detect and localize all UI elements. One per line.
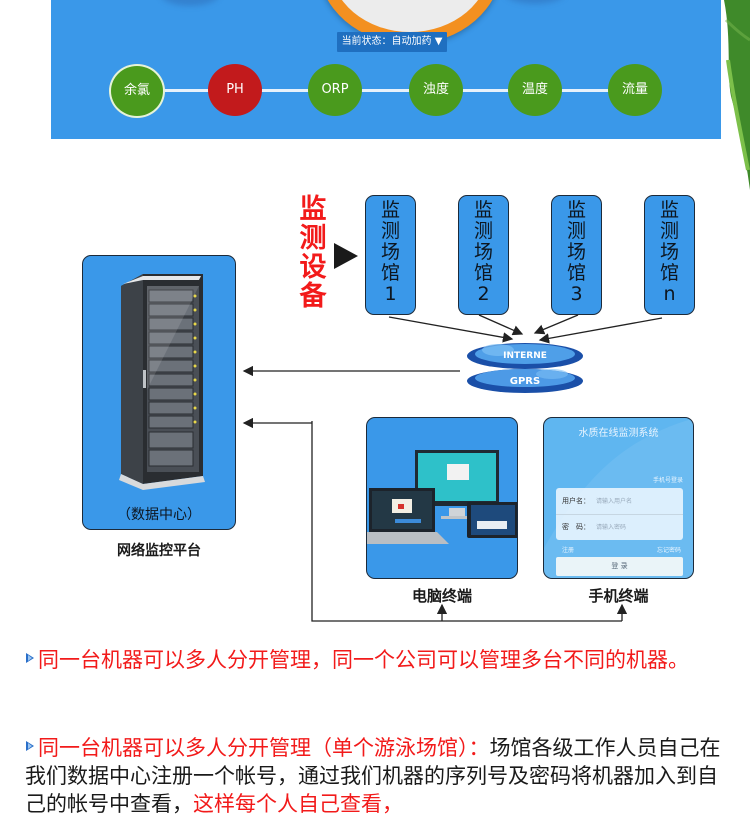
form-divider xyxy=(556,514,683,515)
cloud-internet-label: INTERNE xyxy=(503,351,547,361)
venue2-link xyxy=(478,314,524,336)
current-status-dropdown[interactable]: 当前状态：自动加药 ▼ xyxy=(337,32,447,52)
monitoring-devices-label: 监测设备 xyxy=(299,194,327,312)
computer-devices-icon xyxy=(367,450,517,544)
network-platform-label: 网络监控平台 xyxy=(117,543,201,559)
parameter-connector-line xyxy=(135,89,635,92)
venue-label: 监测场馆 xyxy=(659,199,679,284)
param-flow[interactable]: 流量 xyxy=(608,64,662,116)
bullet-2-red-tail: 这样每个人自己查看， xyxy=(193,792,403,816)
venue-id: 3 xyxy=(570,283,583,305)
password-field[interactable]: 密 码： 请输入密码 xyxy=(562,514,626,540)
venue-label: 监测场馆 xyxy=(473,199,493,284)
pc-terminal-label: 电脑终端 xyxy=(411,587,472,605)
param-turbidity[interactable]: 浊度 xyxy=(409,64,463,116)
phone-number-login-link[interactable]: 手机号登录 xyxy=(652,477,683,484)
venue-label: 监测场馆 xyxy=(566,199,586,284)
server-rack-icon xyxy=(119,274,205,490)
gauge-shadow xyxy=(160,0,220,6)
leaf-decoration xyxy=(724,0,750,190)
phone-app-title: 水质在线监测系统 xyxy=(578,428,659,439)
venue3-link xyxy=(533,314,579,335)
phone-login-form: 用户名： 请输入用户名 密 码： 请输入密码 xyxy=(556,488,683,540)
bullet-2-body-text: 场馆各级工作人员自己在我们数据中心注册一个帐号，通过我们机器的序列号及密码将机器… xyxy=(25,736,721,816)
data-center-caption: （数据中心） xyxy=(117,507,201,523)
arrow-right-icon xyxy=(334,243,358,269)
venue1-link xyxy=(388,316,514,343)
terminal-bus-line xyxy=(311,421,622,622)
venue-box-n[interactable]: 监测场馆 n xyxy=(644,195,695,315)
login-button[interactable]: 登 录 xyxy=(556,557,683,576)
internet-cloud-icon xyxy=(467,343,583,393)
pc-terminal-box[interactable] xyxy=(366,417,518,579)
username-label: 用户名： xyxy=(562,497,590,505)
password-label: 密 码： xyxy=(562,523,590,531)
forgot-password-link[interactable]: 忘记密码 xyxy=(656,547,681,554)
data-center-box[interactable]: （数据中心） xyxy=(82,255,236,530)
param-ph[interactable]: PH xyxy=(208,64,262,116)
username-placeholder: 请输入用户名 xyxy=(596,498,633,505)
bullet-1-text: 同一台机器可以多人分开管理，同一个公司可以管理多台不同的机器。 xyxy=(38,648,689,672)
param-temperature[interactable]: 温度 xyxy=(508,64,562,116)
param-residual-chlorine[interactable]: 余氯 xyxy=(109,64,165,118)
venue-box-3[interactable]: 监测场馆 3 xyxy=(551,195,602,315)
venue-box-1[interactable]: 监测场馆 1 xyxy=(365,195,416,315)
venuen-link xyxy=(538,317,663,344)
bullet-arrow-icon xyxy=(26,653,34,663)
password-placeholder: 请输入密码 xyxy=(596,524,627,531)
register-link[interactable]: 注册 xyxy=(562,547,575,554)
bullet-arrow-icon xyxy=(26,741,34,751)
venue-label: 监测场馆 xyxy=(380,199,400,284)
username-field[interactable]: 用户名： 请输入用户名 xyxy=(562,488,632,514)
bullet-item-1: 同一台机器可以多人分开管理，同一个公司可以管理多台不同的机器。 xyxy=(25,646,725,674)
bullet-2-red-text: 同一台机器可以多人分开管理（单个游泳场馆）： xyxy=(38,736,490,760)
bullet-item-2: 同一台机器可以多人分开管理（单个游泳场馆）：场馆各级工作人员自己在我们数据中心注… xyxy=(25,734,725,818)
gauge-shadow xyxy=(505,0,565,4)
venue-id: n xyxy=(663,283,676,305)
phone-terminal-label: 手机终端 xyxy=(588,587,649,605)
venue-id: 1 xyxy=(384,283,397,305)
venue-id: 2 xyxy=(477,283,490,305)
phone-terminal-box[interactable]: 水质在线监测系统 手机号登录 用户名： 请输入用户名 密 码： 请输入密码 注册 忘… xyxy=(543,417,694,579)
param-orp[interactable]: ORP xyxy=(308,64,362,116)
venue-box-2[interactable]: 监测场馆 2 xyxy=(458,195,509,315)
cloud-gprs-label: GPRS xyxy=(510,376,540,387)
